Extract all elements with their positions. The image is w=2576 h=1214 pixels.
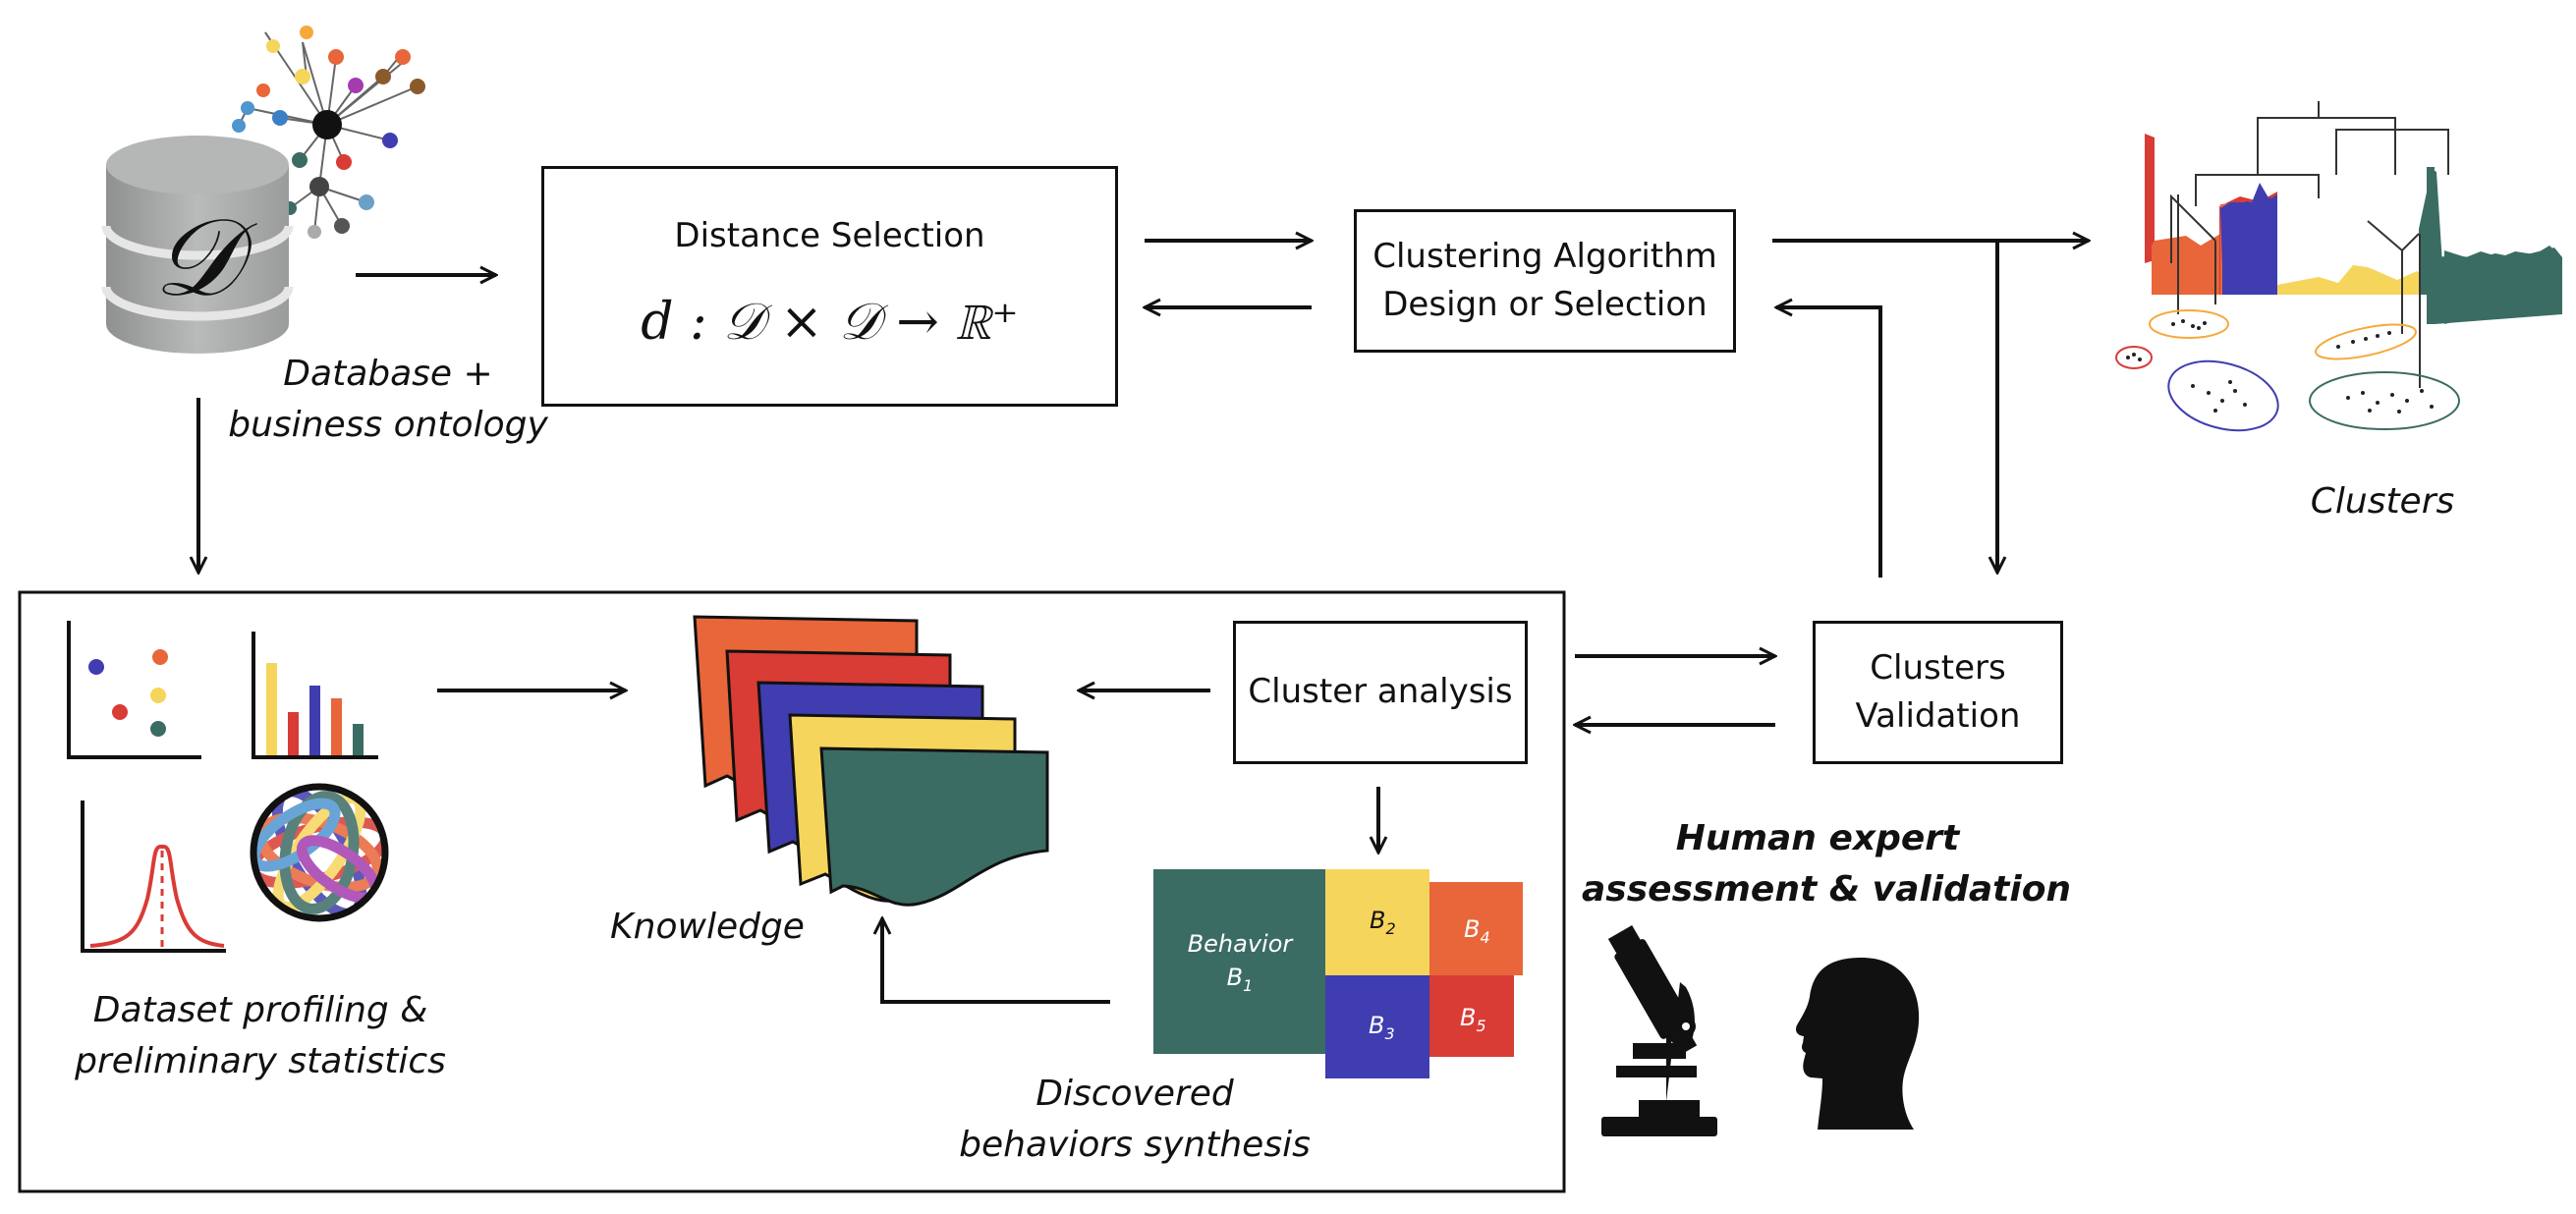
behaviors-caption-line1: Discovered: [1036, 1074, 1234, 1114]
distance-formula: d : 𝒟 × 𝒟 → ℝ⁺: [641, 293, 1019, 353]
clusters-validation-box: Clusters Validation: [1813, 621, 2063, 764]
arrow-behaviors-to-knowledge: [882, 918, 1110, 1004]
behavior-b4-block: [1429, 882, 1523, 975]
behavior-b3-sub: 3: [1384, 1024, 1394, 1043]
svg-text:B2: B2: [1370, 907, 1396, 938]
svg-text:B4: B4: [1464, 915, 1490, 947]
arrow-validation-to-clustering: [1776, 307, 1882, 578]
behavior-b1-block: [1153, 869, 1325, 1054]
behavior-b1-word: Behavior: [1188, 930, 1295, 958]
svg-text:B1: B1: [1227, 964, 1254, 995]
behavior-b5-block: [1429, 975, 1514, 1057]
svg-text:B3: B3: [1369, 1012, 1395, 1043]
validation-label-line2: Validation: [1855, 696, 2021, 736]
bar-chart-icon: [252, 632, 378, 759]
behavior-b2-label: B: [1370, 907, 1385, 934]
chord-diagram-icon: [250, 783, 389, 922]
behaviors-treemap: [1153, 869, 1523, 1078]
human-expert-caption: Human expert assessment & validation: [1582, 813, 2072, 915]
profiling-caption-line2: preliminary statistics: [75, 1041, 446, 1082]
clustering-label-line1: Clustering Algorithm: [1372, 236, 1717, 276]
behavior-b4-label: B: [1464, 915, 1480, 943]
clusters-caption: Clusters: [2310, 481, 2455, 522]
dendrogram-icon: [2115, 101, 2562, 432]
human-caption-line1: Human expert: [1675, 818, 1960, 858]
behavior-b3-block: [1325, 975, 1429, 1078]
human-caption-line2: assessment & validation: [1582, 869, 2072, 910]
database-caption-line1: Database +: [283, 354, 493, 394]
behavior-b4-sub: 4: [1480, 928, 1489, 947]
behaviors-caption: Discovered behaviors synthesis: [943, 1069, 1326, 1171]
behavior-b1-sub: 1: [1243, 976, 1253, 995]
clustering-algorithm-box: Clustering Algorithm Design or Selection: [1354, 209, 1736, 353]
analysis-frame: [18, 590, 1566, 1193]
distance-selection-title: Distance Selection: [674, 216, 985, 256]
behavior-b1-label: B: [1227, 964, 1243, 991]
flow-arrows: [198, 241, 2089, 1004]
cluster-analysis-label: Cluster analysis: [1248, 672, 1513, 712]
ontology-nodes: [232, 26, 425, 239]
human-head-icon: [1796, 958, 1920, 1130]
scatter-plot-icon: [67, 621, 201, 759]
distance-selection-box: Distance Selection d : 𝒟 × 𝒟 → ℝ⁺: [541, 166, 1118, 407]
behavior-b2-sub: 2: [1385, 919, 1395, 938]
database-caption: Database + business ontology: [211, 349, 565, 451]
knowledge-caption: Knowledge: [610, 907, 805, 947]
profiling-caption: Dataset profiling & preliminary statisti…: [59, 985, 462, 1087]
microscope-icon: [1601, 924, 1717, 1136]
behaviors-caption-line2: behaviors synthesis: [959, 1125, 1311, 1166]
profiling-caption-line1: Dataset profiling &: [92, 990, 428, 1030]
svg-text:B5: B5: [1460, 1004, 1486, 1035]
cluster-analysis-box: Cluster analysis: [1233, 621, 1528, 764]
knowledge-documents-icon: [693, 615, 1049, 907]
behavior-b3-label: B: [1369, 1012, 1384, 1039]
behavior-b5-label: B: [1460, 1004, 1476, 1031]
clustering-label-line2: Design or Selection: [1382, 285, 1708, 324]
behavior-b5-sub: 5: [1476, 1017, 1485, 1035]
database-caption-line2: business ontology: [228, 405, 548, 446]
gaussian-curve-icon: [81, 800, 226, 953]
database-cylinder-icon: [101, 136, 294, 354]
validation-label-line1: Clusters: [1870, 647, 2006, 688]
behavior-b2-block: [1325, 869, 1429, 975]
